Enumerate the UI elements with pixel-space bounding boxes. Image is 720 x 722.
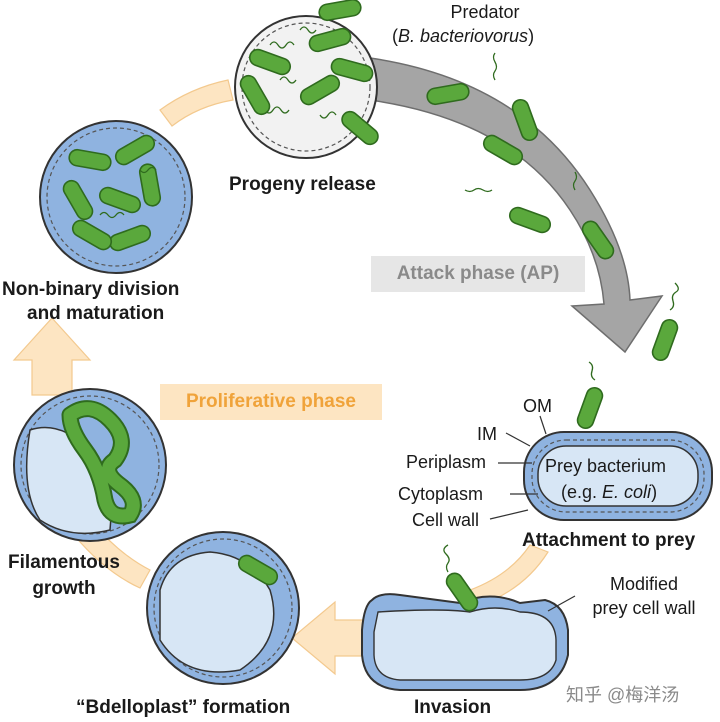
prey-bacterium-cell xyxy=(523,431,713,521)
non-binary-division-cell xyxy=(39,120,193,274)
prey-pointer-lines xyxy=(489,415,547,520)
invasion-label: Invasion xyxy=(414,697,492,718)
watermark: 知乎 @梅洋汤 xyxy=(566,685,680,705)
modified-label-line1: Modified xyxy=(609,574,679,594)
bdelloplast-cell xyxy=(146,531,300,685)
non-binary-label-line1: Non-binary division xyxy=(2,279,180,300)
attacking-predators xyxy=(425,52,681,432)
modified-label-line2: prey cell wall xyxy=(592,598,696,618)
non-binary-label-line2: and maturation xyxy=(27,303,165,324)
attachment-label: Attachment to prey xyxy=(522,530,696,551)
predator-species-label: (B. bacteriovorus) xyxy=(392,26,535,46)
filamentous-label-line2: growth xyxy=(32,578,96,599)
om-label: OM xyxy=(523,396,552,416)
predator-label: Predator xyxy=(450,2,520,22)
cytoplasm-label: Cytoplasm xyxy=(398,484,484,504)
filamentous-label-line1: Filamentous xyxy=(8,552,120,573)
filamentous-growth-cell xyxy=(13,388,167,542)
proliferative-phase-label: Proliferative phase xyxy=(160,384,382,420)
im-label: IM xyxy=(477,424,497,444)
prey-bacterium-label: Prey bacterium xyxy=(545,456,667,476)
progeny-release-label: Progeny release xyxy=(229,174,376,195)
periplasm-label: Periplasm xyxy=(406,452,487,472)
cell-wall-label: Cell wall xyxy=(412,510,480,530)
prey-example-label: (e.g. E. coli) xyxy=(561,482,658,502)
progeny-release-cell xyxy=(234,0,383,159)
attack-phase-label: Attack phase (AP) xyxy=(371,256,585,292)
invasion-cell xyxy=(361,544,576,691)
bdelloplast-label: “Bdelloplast” formation xyxy=(76,697,291,718)
